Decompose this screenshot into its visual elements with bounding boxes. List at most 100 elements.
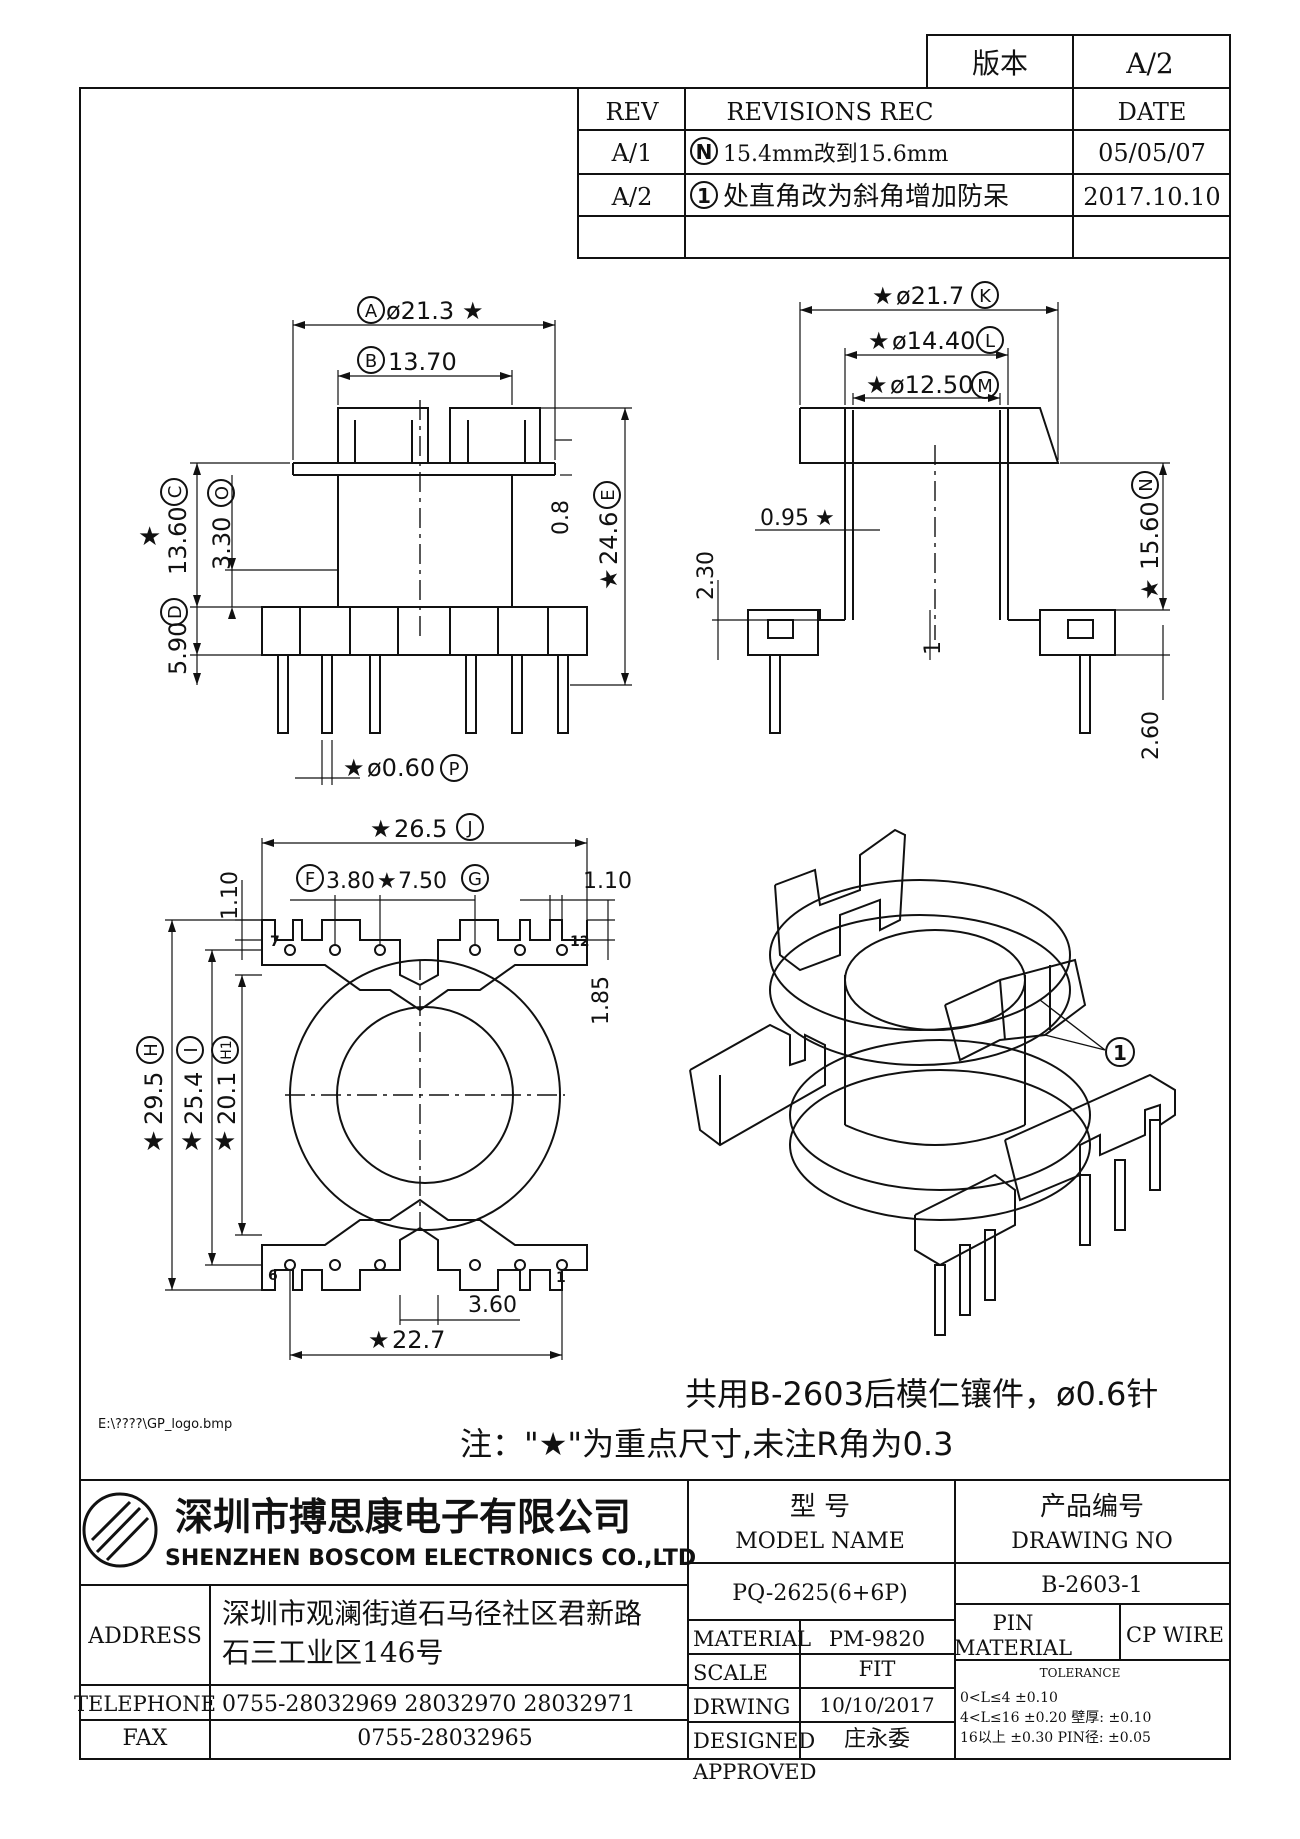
note-line-1: 共用B-2603后模仁镶件，ø0.6针 xyxy=(685,1375,1158,1413)
dim-360: 3.60 xyxy=(468,1293,517,1318)
scale-label: SCALE xyxy=(693,1661,768,1685)
rev-a2-mark: 1 xyxy=(697,184,711,208)
material-label: MATERIAL xyxy=(693,1627,811,1651)
dim-n: 15.60 xyxy=(1136,501,1164,570)
revisions-table: REV REVISIONS REC DATE A/1 N 15.4mm改到15.… xyxy=(577,87,1231,259)
rev-a2-text: 处直角改为斜角增加防呆 xyxy=(723,182,1009,212)
address-line-2: 石三工业区146号 xyxy=(222,1636,443,1669)
dim-e: 24.6 xyxy=(595,512,623,565)
pin-material-label-1: PIN xyxy=(993,1611,1034,1635)
dim-g: 7.50 xyxy=(398,869,447,894)
dim-227-star: ★ xyxy=(368,1326,390,1354)
dim-c-mark: C xyxy=(165,486,186,499)
model-value: PQ-2625(6+6P) xyxy=(732,1581,907,1606)
dim-a: ø21.3 xyxy=(386,297,454,325)
dim-f-mark: F xyxy=(305,869,315,890)
dim-h-mark: H xyxy=(141,1043,162,1057)
dim-g-star: ★ xyxy=(377,869,397,894)
dim-l-mark: L xyxy=(985,331,995,352)
isometric-view: 1 xyxy=(689,828,1176,1336)
dim-c: 13.60 xyxy=(164,506,192,575)
tolerance-2: 4<L≤16 ±0.20 壁厚: ±0.10 xyxy=(960,1710,1151,1726)
note-line-2: 注："★"为重点尺寸,未注R角为0.3 xyxy=(460,1425,953,1463)
scale-value: FIT xyxy=(859,1657,896,1681)
dim-k-star: ★ xyxy=(872,282,894,310)
telephone-value: 0755-28032969 28032970 28032971 xyxy=(222,1692,635,1717)
side-view: ★ ø21.7 K ★ ø14.40 L ★ ø12.50 M 0.95 ★ 2… xyxy=(694,281,1170,760)
dim-e-mark: E xyxy=(598,489,619,500)
dim-260: 2.60 xyxy=(1139,711,1164,760)
drawing-value: B-2603-1 xyxy=(1041,1573,1142,1598)
dim-i-star: ★ xyxy=(180,1127,203,1157)
dim-k-mark: K xyxy=(979,286,992,307)
dim-p-star: ★ xyxy=(343,754,365,782)
dim-n-star: ★ xyxy=(1136,578,1164,600)
dim-c-star: ★ xyxy=(138,522,161,552)
telephone-label: TELEPHONE xyxy=(74,1692,216,1716)
iso-note-mark: 1 xyxy=(1113,1041,1127,1065)
dim-h1-mark: H1 xyxy=(219,1040,235,1059)
pin-material-value: CP WIRE xyxy=(1126,1623,1224,1647)
dim-e-star: ★ xyxy=(595,568,623,590)
rev-a1-date: 05/05/07 xyxy=(1098,139,1206,167)
dim-095-star: ★ xyxy=(815,506,835,531)
dim-1: 1 xyxy=(921,641,946,655)
dim-a-star: ★ xyxy=(462,297,484,325)
dim-a-mark: A xyxy=(365,301,378,322)
drawing-no-en: DRAWING NO xyxy=(1011,1529,1173,1554)
dim-j-mark: J xyxy=(466,818,472,839)
address-label: ADDRESS xyxy=(87,1624,202,1649)
approved-label: APPROVED xyxy=(693,1760,817,1784)
dim-h1: 20.1 xyxy=(213,1072,241,1125)
title-block: 深圳市搏思康电子有限公司 SHENZHEN BOSCOM ELECTRONICS… xyxy=(74,1479,1230,1759)
dim-o-mark: O xyxy=(212,486,233,500)
dim-d-mark: D xyxy=(165,605,186,619)
dim-p: ø0.60 xyxy=(367,754,435,782)
date-header: DATE xyxy=(1118,98,1187,126)
drwing-label: DRWING xyxy=(693,1695,790,1719)
designed-value: 庄永委 xyxy=(844,1727,910,1752)
rev-a2-date: 2017.10.10 xyxy=(1083,183,1220,211)
dim-i: 25.4 xyxy=(180,1072,208,1125)
dim-k: ø21.7 xyxy=(896,282,964,310)
company-name-cn: 深圳市搏思康电子有限公司 xyxy=(175,1495,631,1539)
dim-m-mark: M xyxy=(977,376,993,397)
pin-material-label-2: MATERIAL xyxy=(954,1636,1072,1660)
dim-230: 2.30 xyxy=(694,551,719,600)
pin-1-label: 1 xyxy=(556,1270,566,1286)
front-view: A ø21.3 ★ B 13.70 ★ 24.6 E 0.8 13.60 xyxy=(138,296,632,785)
dim-l: ø14.40 xyxy=(892,327,975,355)
version-value: A/2 xyxy=(1125,47,1173,80)
dim-b-mark: B xyxy=(365,351,377,372)
drawing-no-cn: 产品编号 xyxy=(1040,1492,1144,1522)
dim-d: 5.90 xyxy=(164,622,192,675)
rev-a1: A/1 xyxy=(611,139,653,167)
dim-227: 22.7 xyxy=(392,1326,445,1354)
logo-path: E:\????\GP_logo.bmp xyxy=(98,1417,232,1432)
dim-b: 13.70 xyxy=(388,348,457,376)
dim-185: 1.85 xyxy=(589,976,614,1025)
rev-header: REV xyxy=(606,98,660,126)
fax-value: 0755-28032965 xyxy=(357,1726,532,1751)
drwing-value: 10/10/2017 xyxy=(819,1693,934,1717)
dim-110-right: 1.10 xyxy=(583,869,632,894)
dim-g-mark: G xyxy=(468,869,482,890)
dim-m: ø12.50 xyxy=(890,371,973,399)
dim-n-mark: N xyxy=(1136,478,1157,491)
model-name-en: MODEL NAME xyxy=(735,1529,905,1554)
tolerance-3: 16以上 ±0.30 PIN径: ±0.05 xyxy=(960,1730,1151,1746)
pin-12-label: 12 xyxy=(570,934,589,950)
version-label: 版本 xyxy=(972,47,1028,80)
tolerance-1: 0<L≤4 ±0.10 xyxy=(960,1690,1058,1706)
dim-i-mark: I xyxy=(181,1047,202,1052)
fax-label: FAX xyxy=(123,1726,168,1751)
dim-h: 29.5 xyxy=(140,1072,168,1125)
model-name-cn: 型 号 xyxy=(790,1492,850,1522)
dim-h-star: ★ xyxy=(142,1127,165,1157)
version-box: 版本 A/2 xyxy=(926,34,1231,89)
material-value: PM-9820 xyxy=(829,1627,925,1651)
dim-m-star: ★ xyxy=(866,371,888,399)
dim-j-star: ★ xyxy=(370,815,392,843)
rev-a1-mark: N xyxy=(696,140,713,164)
